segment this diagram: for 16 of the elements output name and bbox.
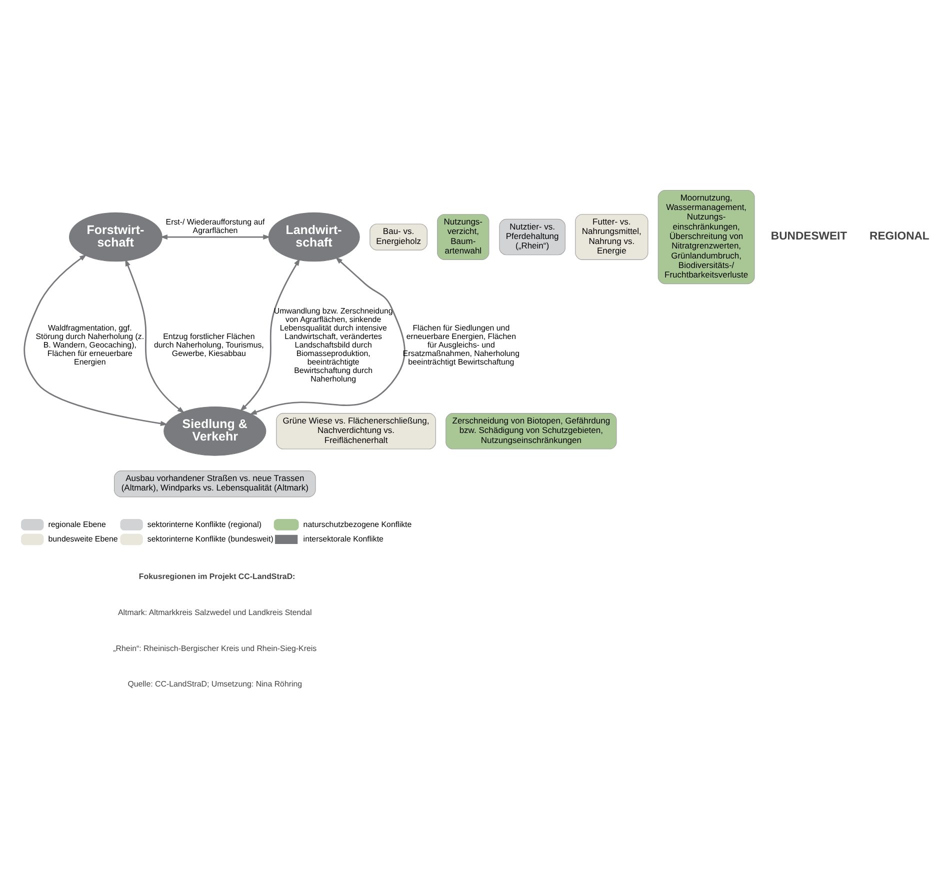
label: BUNDESWEIT bbox=[770, 230, 848, 242]
arrow bbox=[240, 258, 300, 412]
arrow bbox=[160, 234, 271, 240]
node-box: Nutzungs- verzicht, Baum- artenwahl bbox=[437, 214, 490, 260]
arrow bbox=[249, 256, 406, 414]
node-box: Ausbau vorhandener Straßen vs. neue Trassen (Altmark), Windparks vs. Lebensqualität (Altmark) bbox=[114, 470, 316, 497]
node-box: Zerschneidung von Biotopen, Gefährdung bzw. Schädigung von Schutzgebieten, Nutzungseinschränkungen bbox=[446, 412, 617, 449]
node-box: Nutztier- vs. Pferdehaltung („Rhein“) bbox=[499, 218, 566, 255]
node-box: Grüne Wiese vs. Flächenerschließung, Nachverdichtung vs. Freiflächenerhalt bbox=[276, 412, 436, 449]
node-box: Futter- vs. Nahrungsmittel, Nahrung vs. Energie bbox=[575, 214, 648, 260]
label: REGIONAL bbox=[870, 230, 930, 242]
arrow bbox=[24, 254, 168, 426]
arrow bbox=[125, 258, 185, 413]
node-box: Moornutzung, Wassermanagement, Nutzungs- einschränkungen, Überschreitung von Nitratgrenzwerten, Grünlandumbruch, Biodiversitäts-/ Fruchtbarkeitsverluste bbox=[658, 189, 755, 284]
node-box: Bau- vs. Energieholz bbox=[370, 223, 428, 250]
node-ellipse: Landwirt- schaft bbox=[268, 212, 360, 262]
